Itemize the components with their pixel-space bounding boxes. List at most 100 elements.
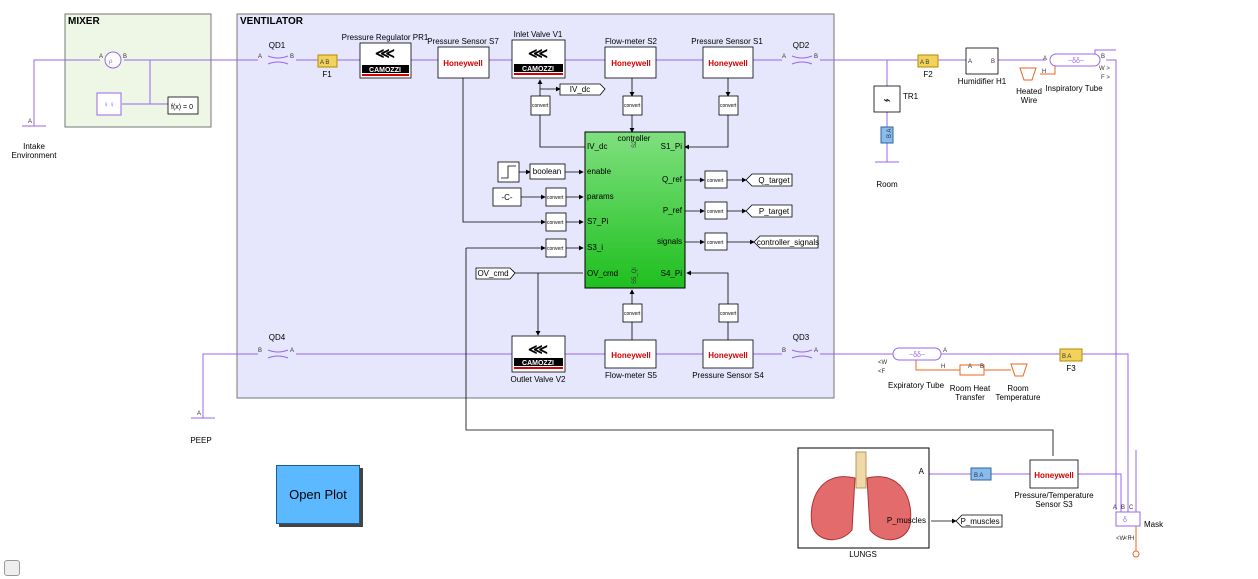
s1-brand: Honeywell [708, 59, 748, 68]
lungs-block[interactable]: A P_muscles LUNGS [797, 447, 930, 559]
svg-text:B: B [258, 348, 262, 354]
open-plot-button[interactable]: Open Plot [276, 465, 360, 524]
constant-block[interactable]: -C- [492, 187, 522, 207]
heated-wire-block[interactable]: H Heated Wire [1016, 67, 1046, 105]
room-temperature-block[interactable]: Room Temperature [996, 363, 1041, 402]
goto-iv-dc[interactable]: IV_dc [559, 83, 606, 96]
heated-wire-label-1: Heated [1016, 87, 1042, 96]
convert-label: convert [547, 246, 564, 252]
convert-label: convert [720, 103, 737, 109]
svg-text:H: H [941, 364, 945, 370]
controller-port-s2: S2_ [632, 137, 638, 148]
room-label: Room [876, 180, 898, 189]
s3-block[interactable]: Honeywell Pressure/Temperature Sensor S3 [1014, 459, 1094, 509]
constant-label: -C- [501, 193, 512, 202]
s7-brand: Honeywell [443, 59, 483, 68]
convert-block-s7[interactable]: convert [545, 212, 567, 232]
svg-text:A: A [968, 364, 972, 370]
convert-block-params[interactable]: convert [545, 187, 567, 207]
v2-block[interactable]: ⋘ CAMOZZI Outlet Valve V2 [511, 335, 567, 384]
svg-text:B: B [814, 54, 818, 60]
convert-block-q-ref[interactable]: convert [704, 170, 728, 189]
f3-ports: B A [1062, 354, 1071, 360]
q-target-tag-label: Q_target [758, 176, 790, 185]
boolean-block[interactable]: boolean [529, 163, 566, 180]
controller-signals-tag-label: controller_signals [757, 238, 819, 247]
goto-p-target[interactable]: P_target [745, 204, 793, 218]
controller-block[interactable]: controller IV_dc enable params S7_Pi S3_… [584, 131, 686, 289]
tr1-block[interactable]: ⌁ TR1 [873, 85, 919, 113]
s7-block[interactable]: Pressure Sensor S7 Honeywell [427, 37, 499, 79]
mask-block[interactable]: δ A B C <W <F H Mask [1113, 505, 1164, 558]
lungs-port-label: P_muscles [887, 516, 926, 525]
convert-block-s2[interactable]: convert [622, 95, 643, 116]
convert-label: convert [707, 209, 724, 215]
intake-environment-block[interactable]: A Intake Environment [12, 118, 58, 160]
peep-label: PEEP [190, 436, 211, 445]
iv-dc-tag-label: IV_dc [570, 85, 590, 94]
mixer-source-block[interactable]: ρ A B [99, 51, 127, 69]
solver-config-block[interactable]: f(x) = 0 [167, 96, 199, 115]
convert-block-s5[interactable]: convert [622, 303, 643, 323]
svg-text:δ: δ [1123, 517, 1127, 524]
pr1-block[interactable]: Pressure Regulator PR1 ⋘ CAMOZZI [342, 33, 429, 79]
v1-block[interactable]: Inlet Valve V1 ⋘ CAMOZZI [511, 30, 566, 79]
model-browser-icon[interactable] [4, 560, 20, 576]
expiratory-tube-block[interactable]: ~δδ~ <W<F A Expiratory Tube [878, 347, 947, 390]
controller-port-enable: enable [587, 167, 612, 176]
s2-block[interactable]: Flow-meter S2 Honeywell [604, 37, 658, 79]
convert-label: convert [624, 311, 641, 317]
svg-text:~δδ~: ~δδ~ [1068, 58, 1084, 65]
goto-ov-cmd[interactable]: OV_cmd [475, 267, 516, 280]
s5-block[interactable]: Honeywell Flow-meter S5 [604, 339, 658, 380]
svg-text:C: C [1129, 505, 1134, 511]
s4-block[interactable]: Honeywell Pressure Sensor S4 [692, 339, 764, 380]
convert-block-p-ref[interactable]: convert [704, 201, 728, 220]
controller-port-q-ref: Q_ref [662, 175, 683, 184]
v1-label: Inlet Valve V1 [514, 30, 563, 39]
room-block[interactable]: Room [875, 161, 899, 189]
convert-block-s3[interactable]: convert [545, 238, 567, 258]
svg-text:A: A [1113, 505, 1117, 511]
s5-brand: Honeywell [611, 351, 651, 360]
room-ba-block[interactable]: B A [880, 126, 894, 144]
mixer-flow-source-block[interactable]: ♀♀ [96, 92, 122, 116]
svg-text:B: B [991, 59, 995, 65]
controller-port-s4-pi: S4_Pi [661, 269, 683, 278]
controller-port-signals: signals [657, 237, 682, 246]
convert-block-v1[interactable]: convert [530, 95, 551, 116]
f2-block[interactable]: A B F2 [917, 54, 939, 79]
svg-text:<W: <W [1116, 536, 1126, 542]
convert-block-s1[interactable]: convert [718, 95, 739, 116]
svg-text:F >: F > [1101, 75, 1110, 81]
mixer-subsystem[interactable]: MIXER [64, 13, 212, 128]
room-ht-label-2: Transfer [955, 393, 985, 402]
goto-p-muscles[interactable]: P_muscles [955, 514, 1003, 528]
lung-ba-block[interactable]: B A [970, 467, 992, 481]
s1-block[interactable]: Pressure Sensor S1 Honeywell [691, 37, 763, 79]
svg-text:H: H [1042, 69, 1046, 75]
step-block[interactable] [497, 161, 520, 183]
peep-block[interactable]: A PEEP [190, 410, 215, 445]
f3-block[interactable]: B A F3 [1059, 348, 1083, 373]
mixer-title: MIXER [68, 16, 100, 27]
controller-port-s3-i: S3_i [587, 243, 603, 252]
convert-block-signals[interactable]: convert [704, 232, 728, 251]
exp-tube-label: Expiratory Tube [888, 381, 945, 390]
f1-label: F1 [322, 70, 332, 79]
convert-block-s4[interactable]: convert [718, 303, 739, 323]
goto-controller-signals[interactable]: controller_signals [753, 235, 819, 249]
f1-block[interactable]: A B F1 [317, 54, 338, 79]
svg-text:B: B [123, 54, 127, 60]
goto-q-target[interactable]: Q_target [745, 173, 793, 187]
controller-port-s5-qi: S5_Qi [632, 267, 638, 284]
convert-label: convert [720, 311, 737, 317]
signal-connections [462, 78, 1054, 524]
